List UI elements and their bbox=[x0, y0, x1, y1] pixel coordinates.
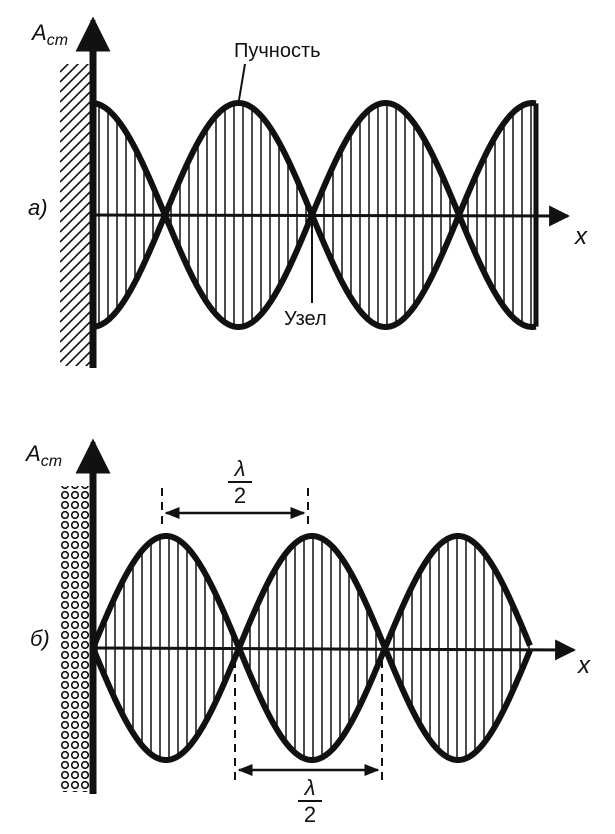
figure-b: Aст x б) λ 2 λ 2 bbox=[24, 438, 591, 827]
bottom-half-wavelength-numerator: λ bbox=[304, 775, 316, 800]
wall-hatch-line bbox=[60, 79, 91, 113]
bottom-half-wavelength-denominator: 2 bbox=[304, 802, 316, 827]
wall-hatch-line bbox=[60, 329, 91, 363]
wall-hatch-line bbox=[64, 339, 91, 366]
node-label: Узел bbox=[284, 308, 327, 330]
figure-b-y-axis-label: Aст bbox=[24, 441, 62, 470]
wall-hatch-line bbox=[60, 400, 92, 432]
wall-hatch-line bbox=[60, 64, 80, 83]
figure-b-lower-envelope bbox=[90, 645, 533, 763]
wall-hatch-line bbox=[60, 149, 91, 183]
wall-hatch-line bbox=[60, 64, 70, 73]
wall-hatch-line bbox=[60, 119, 91, 153]
wall-hatch-line bbox=[60, 370, 92, 402]
wall-hatch-line bbox=[60, 249, 91, 283]
wall-hatch-line bbox=[60, 89, 91, 123]
wall-hatch-line bbox=[60, 239, 91, 273]
wall-hatch-line bbox=[60, 169, 91, 203]
wall-hatch-line bbox=[60, 189, 91, 223]
wall-hatch-line bbox=[60, 410, 92, 442]
figure-a-upper-envelope bbox=[93, 100, 538, 218]
wall-hatch-line bbox=[60, 99, 91, 133]
figure-a-wall-hatching bbox=[60, 64, 92, 442]
figure-b-wall-crosshatch bbox=[60, 486, 90, 792]
wall-hatch-line bbox=[60, 309, 91, 343]
figure-a-x-axis bbox=[92, 205, 571, 227]
wall-hatch-line bbox=[60, 279, 91, 313]
figure-a-x-axis-label: x bbox=[574, 223, 588, 250]
wall-hatch-line bbox=[60, 159, 91, 193]
wall-hatch-line bbox=[60, 219, 91, 253]
wall-hatch-line bbox=[60, 199, 91, 233]
top-half-wavelength-denominator: 2 bbox=[234, 483, 246, 508]
figure-a: Aст x а) Пучность Узел bbox=[28, 16, 588, 442]
wall-hatch-line bbox=[60, 109, 91, 143]
wall-hatch-line bbox=[60, 299, 91, 333]
antinode-pointer bbox=[238, 63, 246, 101]
figure-b-label: б) bbox=[30, 626, 50, 651]
figure-a-label: а) bbox=[28, 195, 48, 220]
figure-b-upper-envelope bbox=[90, 533, 533, 651]
wall-hatch-line bbox=[60, 179, 91, 213]
wall-hatch-line bbox=[60, 319, 91, 353]
wall-hatch-line bbox=[60, 259, 91, 293]
wall-hatch-line bbox=[84, 359, 91, 366]
wall-hatch-line bbox=[60, 229, 91, 263]
wall-hatch-line bbox=[74, 349, 91, 366]
wall-hatch-line bbox=[60, 69, 91, 103]
wall-hatch-line bbox=[60, 139, 91, 173]
wall-hatch-line bbox=[60, 64, 90, 93]
wall-hatch-line bbox=[60, 390, 92, 422]
wall-hatch-line bbox=[60, 269, 91, 303]
wall-hatch-line bbox=[60, 380, 92, 412]
figure-a-y-axis-label: Aст bbox=[30, 20, 68, 49]
figure-b-x-axis-label: x bbox=[577, 652, 591, 679]
figure-a-lower-envelope bbox=[93, 212, 538, 330]
wall-hatch-line bbox=[60, 129, 91, 163]
wall-hatch-line bbox=[60, 209, 91, 243]
figure-b-x-axis bbox=[92, 639, 577, 661]
antinode-label: Пучность bbox=[234, 40, 321, 62]
wall-hatch-line bbox=[60, 289, 91, 323]
top-half-wavelength-numerator: λ bbox=[234, 456, 246, 481]
